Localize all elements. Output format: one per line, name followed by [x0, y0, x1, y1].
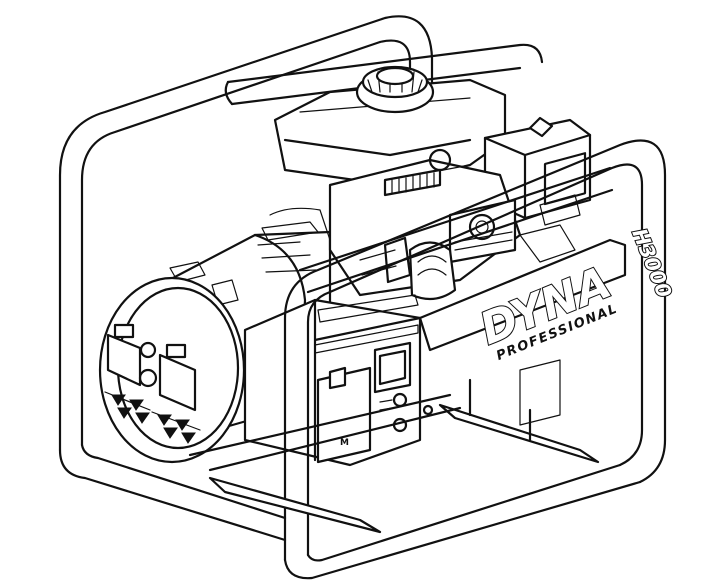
- engine-vent-grille: [383, 168, 442, 197]
- ac-outlet-right-icon: [158, 353, 197, 412]
- engine-gauge-icon: [468, 213, 496, 241]
- rear-tube-frame: [58, 15, 544, 452]
- ac-outlet-left-icon: [106, 333, 142, 387]
- reset-button-icon: [392, 392, 408, 408]
- front-tube-frame: [58, 139, 667, 580]
- model-number: H3000: [627, 225, 676, 301]
- air-filter-knob-icon: [528, 116, 554, 138]
- circuit-breaker: [316, 366, 372, 464]
- outlet-end-cap: [98, 276, 246, 464]
- base-frame: [188, 359, 600, 534]
- control-box: M: [243, 294, 434, 467]
- breaker-label: M: [340, 438, 349, 448]
- voltmeter-dial-icon: [139, 341, 157, 359]
